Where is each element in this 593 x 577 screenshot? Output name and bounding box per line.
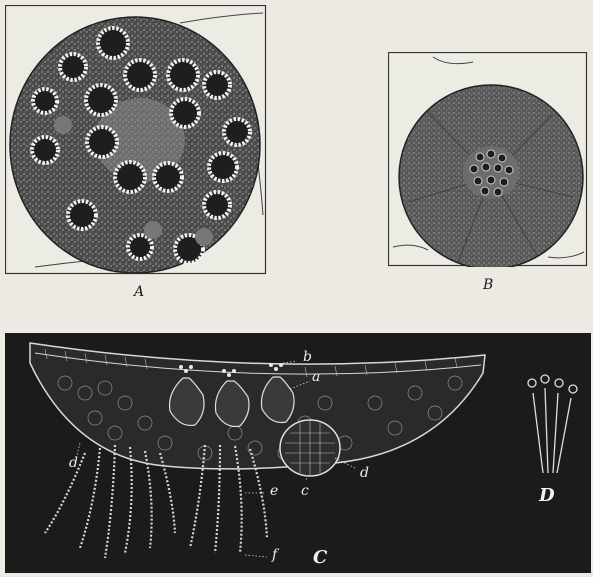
- panel-a: A: [5, 5, 267, 275]
- panel-b: B: [388, 52, 588, 267]
- callout-c: c: [301, 483, 309, 499]
- aecidium-section: [280, 420, 340, 476]
- label-b: B: [483, 277, 493, 293]
- callout-b: b: [303, 349, 312, 365]
- panel-a-illustration: [5, 5, 267, 275]
- leaf-section: [30, 343, 485, 469]
- label-a: A: [134, 284, 144, 300]
- callout-d-right: d: [360, 465, 369, 481]
- callout-f: f: [272, 547, 277, 563]
- panel-c: b a d d e c f C D: [5, 333, 591, 573]
- label-d: D: [539, 485, 555, 506]
- figure-d-basidia: [528, 375, 577, 473]
- callout-d-left: d: [69, 455, 78, 471]
- panel-c-illustration: [5, 333, 591, 573]
- callout-e: e: [270, 483, 278, 499]
- panel-b-illustration: [388, 52, 588, 267]
- callout-a: a: [312, 369, 320, 385]
- label-c: C: [313, 547, 327, 568]
